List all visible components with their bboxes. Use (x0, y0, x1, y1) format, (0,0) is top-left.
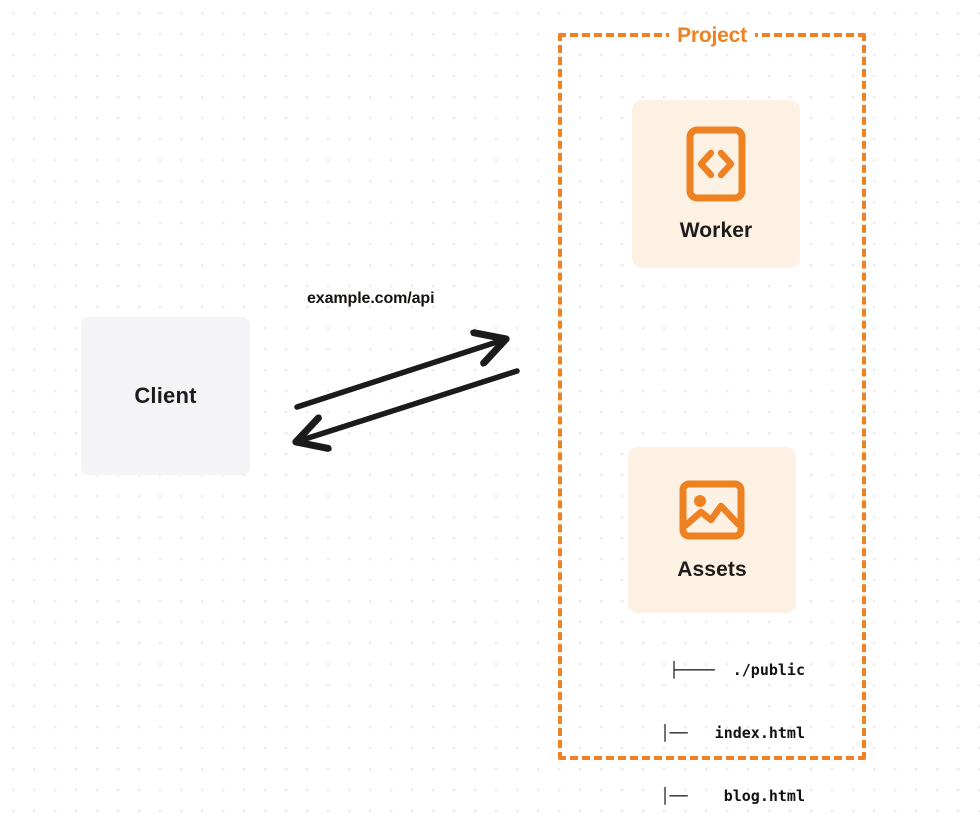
assets-label: Assets (677, 557, 747, 581)
assets-file-tree: ├──── ./public │── index.html │── blog.h… (600, 618, 805, 818)
file-tree-line: ├──── ./public (669, 661, 805, 679)
worker-label: Worker (679, 218, 753, 242)
worker-card[interactable]: Worker (632, 100, 800, 268)
assets-card[interactable]: Assets (628, 447, 796, 613)
file-tree-line: │── blog.html (633, 787, 805, 805)
request-arrow (294, 341, 500, 410)
image-picture-icon (679, 479, 745, 546)
file-tree-line: │── index.html (633, 724, 805, 742)
client-node[interactable]: Client (81, 317, 250, 475)
response-arrow (302, 368, 520, 440)
code-brackets-icon (686, 126, 746, 207)
connection-label: example.com/api (307, 290, 435, 307)
client-label: Client (134, 383, 197, 408)
project-container[interactable]: Project (558, 24, 866, 760)
project-title: Project (669, 24, 755, 48)
